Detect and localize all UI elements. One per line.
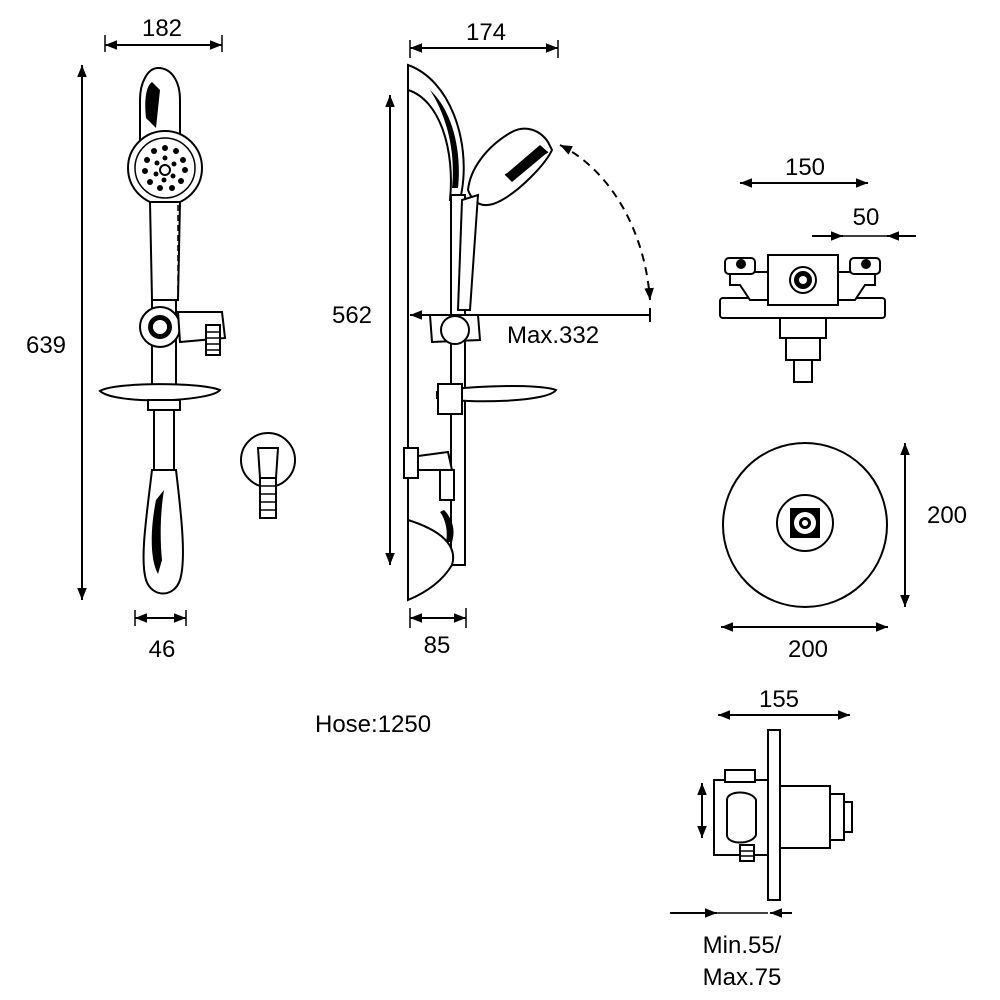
dim-plate-height: 200 bbox=[927, 502, 967, 529]
dim-side-bottom-width: 85 bbox=[424, 632, 451, 659]
dim-front-width: 182 bbox=[142, 15, 182, 42]
dim-plate-width: 200 bbox=[788, 636, 828, 663]
dim-valve-depth-min: Min.55/ bbox=[703, 932, 782, 959]
dim-side-reach: Max.332 bbox=[507, 322, 599, 349]
front-view bbox=[98, 66, 227, 595]
faceplate-dimension-lines bbox=[721, 443, 910, 632]
dim-side-width: 174 bbox=[466, 19, 506, 46]
dim-front-bottom-width: 46 bbox=[149, 636, 176, 663]
dim-valve-depth-max: Max.75 bbox=[703, 964, 782, 991]
valve-side-view bbox=[713, 729, 853, 901]
faceplate-front-view bbox=[722, 442, 888, 608]
dim-side-height: 562 bbox=[332, 302, 372, 329]
front-dimension-lines bbox=[77, 35, 223, 626]
valve-top-dimension-lines bbox=[740, 178, 916, 241]
valve-side-dimension-lines bbox=[670, 710, 850, 918]
hose-length-note: Hose:1250 bbox=[315, 711, 431, 738]
side-view bbox=[403, 63, 558, 602]
dim-top-inlet-spacing: 50 bbox=[853, 204, 880, 231]
slider-front bbox=[139, 306, 227, 356]
dim-top-width: 150 bbox=[785, 154, 825, 181]
shower-head-front bbox=[127, 130, 203, 301]
wall-outlet bbox=[240, 432, 296, 519]
dim-front-height: 639 bbox=[26, 332, 66, 359]
side-dimension-lines bbox=[385, 40, 654, 628]
valve-top-view bbox=[719, 254, 886, 383]
dim-valve-width: 155 bbox=[759, 686, 799, 713]
